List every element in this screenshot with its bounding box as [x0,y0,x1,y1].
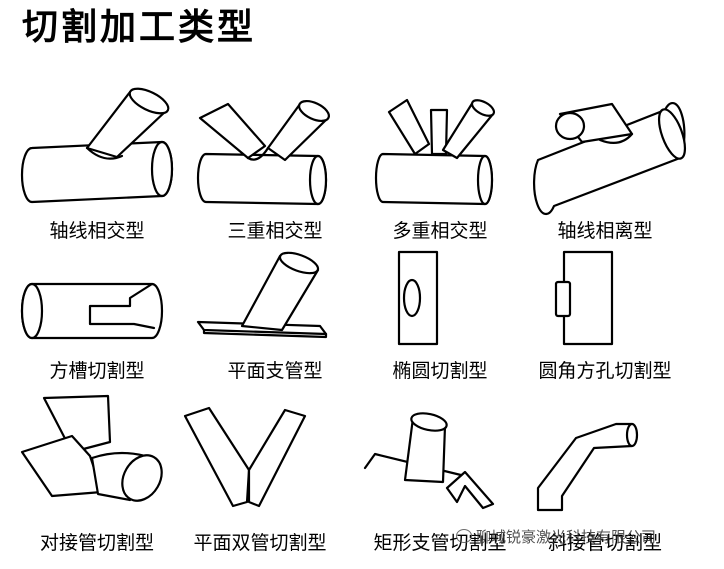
label-plane-double: 平面双管切割型 [193,532,327,554]
triple-intersect-diagram [196,99,330,206]
axis-intersect-diagram [20,87,174,204]
cell-square-slot: 方槽切割型 [12,238,182,382]
label-ellipse-cut: 椭圆切割型 [392,360,488,382]
label-plane-branch: 平面支管型 [227,360,323,382]
cell-triple-intersect: 三重相交型 [190,82,360,242]
cell-axis-offset: 轴线相离型 [520,82,690,242]
label-butt-joint: 对接管切割型 [39,532,154,554]
label-axis-intersect: 轴线相交型 [49,220,145,242]
page-title: 切割加工类型 [22,7,257,48]
label-miter-joint: 斜接管切割型 [547,532,662,554]
cell-butt-joint: 对接管切割型 [12,392,182,554]
cell-plane-double: 平面双管切割型 [175,392,345,554]
label-multi-intersect: 多重相交型 [392,220,488,242]
square-slot-diagram [20,282,164,340]
cell-ellipse-cut: 椭圆切割型 [355,238,525,382]
cell-miter-joint: 斜接管切割型 [520,392,690,554]
cell-axis-intersect: 轴线相交型 [12,82,182,242]
plane-branch-diagram [196,251,328,339]
label-triple-intersect: 三重相交型 [227,220,323,242]
cell-multi-intersect: 多重相交型 [355,82,525,242]
cell-rounded-square-hole: 圆角方孔切割型 [520,238,690,382]
ellipse-cut-diagram [397,250,439,346]
rounded-square-hole-diagram [554,250,614,346]
wechat-icon [456,529,472,543]
label-rect-branch: 矩形支管切割型 [373,532,507,554]
label-axis-offset: 轴线相离型 [557,220,653,242]
rect-branch-diagram [363,412,495,510]
cell-plane-branch: 平面支管型 [190,238,360,382]
axis-offset-diagram [532,102,687,216]
multi-intersect-diagram [374,98,496,206]
plane-double-diagram [183,406,307,508]
butt-joint-diagram [20,394,163,502]
label-square-slot: 方槽切割型 [49,360,145,382]
watermark: 聊城锐豪激光科技有限公司 [456,526,656,547]
miter-joint-diagram [536,422,639,512]
watermark-text: 聊城锐豪激光科技有限公司 [476,528,657,546]
cell-rect-branch: 矩形支管切割型 [355,392,525,554]
label-rounded-square-hole: 圆角方孔切割型 [538,360,672,382]
